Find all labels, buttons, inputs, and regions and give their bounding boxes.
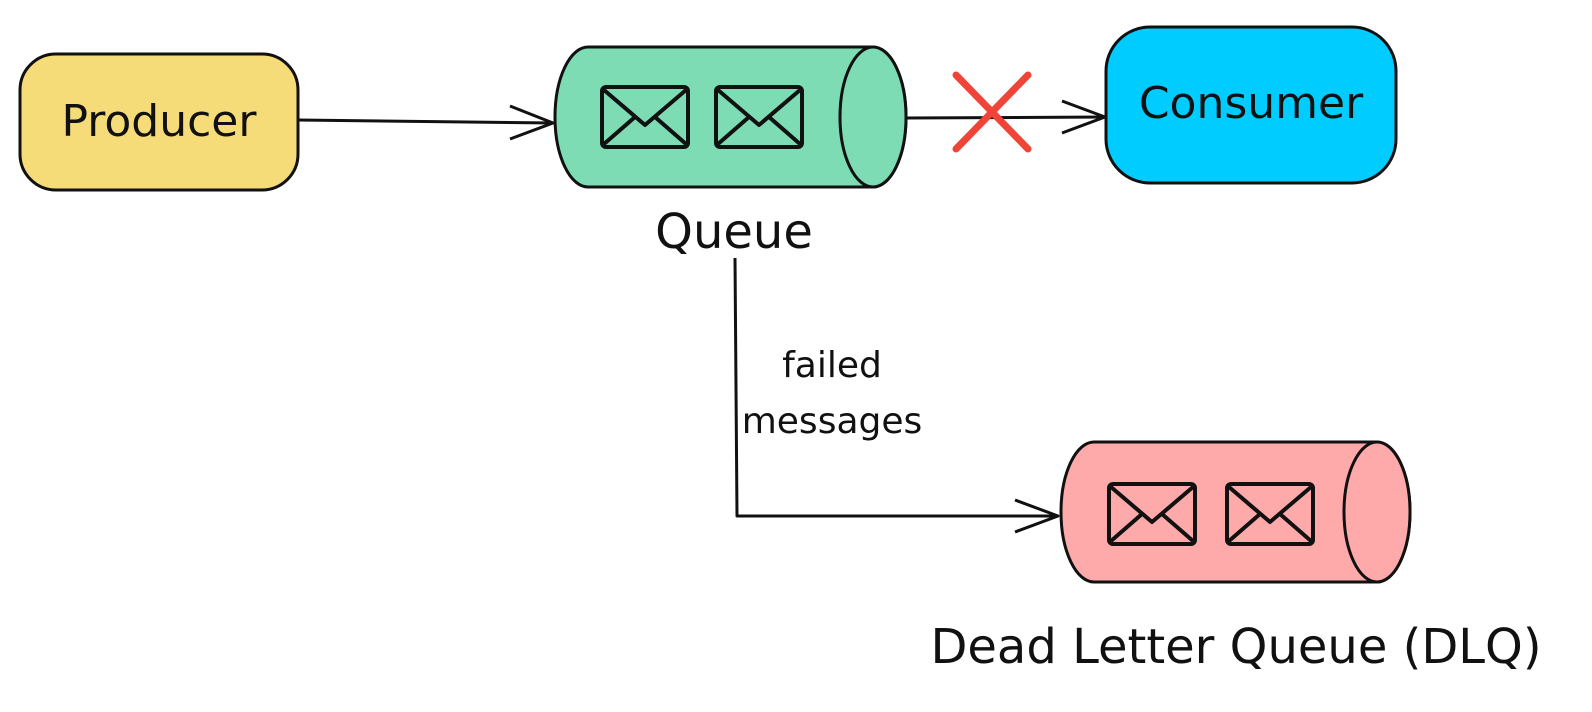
producer-node: Producer xyxy=(18,52,300,192)
queue-label: Queue xyxy=(655,204,813,260)
failed-messages-label-line1: failed xyxy=(782,345,882,386)
failed-messages-label-line2: messages xyxy=(742,401,923,442)
producer-to-queue-arrow xyxy=(297,104,555,141)
consumer-node: Consumer xyxy=(1104,25,1398,185)
producer-box xyxy=(18,52,300,192)
dlq-node xyxy=(1059,440,1412,584)
producer-label: Producer xyxy=(62,96,258,147)
dlq-label: Dead Letter Queue (DLQ) xyxy=(930,619,1541,675)
cross-icon xyxy=(952,71,1032,153)
queue-cylinder-cap xyxy=(838,45,908,189)
queue-to-dlq-arrow xyxy=(733,257,1060,534)
consumer-box xyxy=(1104,25,1398,185)
consumer-label: Consumer xyxy=(1139,78,1364,129)
queue-node xyxy=(553,45,908,189)
dlq-cylinder-cap xyxy=(1342,440,1412,584)
